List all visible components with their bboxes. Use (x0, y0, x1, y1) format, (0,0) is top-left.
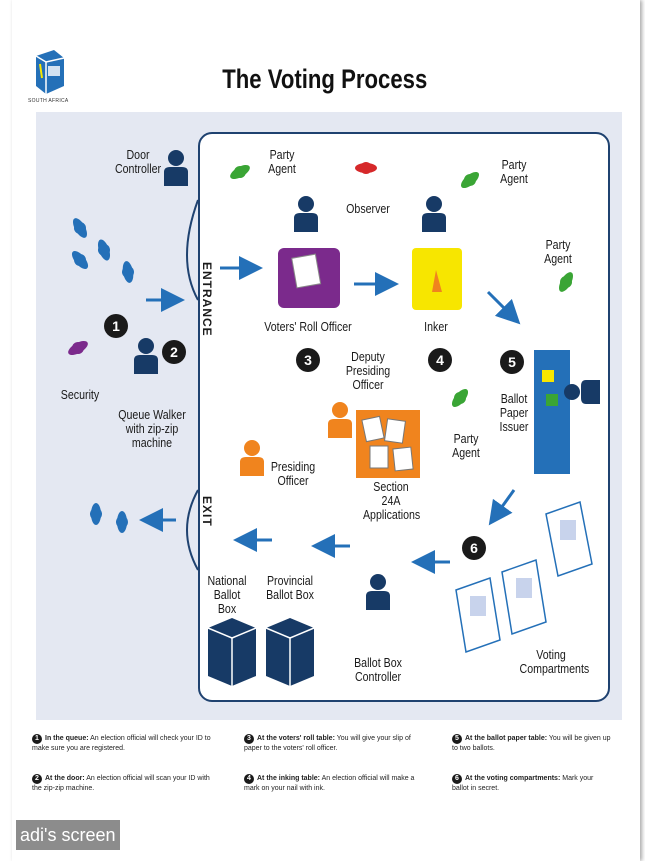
legend-number: 2 (32, 774, 42, 784)
logo-country: SOUTH AFRICA (28, 98, 69, 104)
step-number-4: 4 (428, 348, 452, 372)
page-title: The Voting Process (222, 64, 428, 94)
label-presiding-officer: Presiding Officer (270, 460, 316, 488)
legend-number: 4 (244, 774, 254, 784)
legend-number: 1 (32, 734, 42, 744)
label-party-agent-1: Party Agent (268, 148, 296, 176)
legend-heading: At the voters' roll table: (257, 735, 335, 742)
label-queue-walker: Queue Walker with zip-zip machine (118, 408, 186, 450)
legend-heading: At the door: (45, 775, 85, 782)
legend-number: 6 (452, 774, 462, 784)
queue-people (68, 215, 136, 284)
ballot-paper-issuer-table (534, 350, 600, 474)
legend-heading: In the queue: (45, 735, 89, 742)
label-ballot-paper-issuer: Ballot Paper Issuer (499, 392, 529, 434)
provincial-ballot-box (265, 618, 315, 686)
national-ballot-box (207, 618, 257, 686)
legend-heading: At the inking table: (257, 775, 320, 782)
queue-walker-figure (134, 338, 158, 374)
legend-heading: At the ballot paper table: (465, 735, 548, 742)
label-party-agent-3: Party Agent (544, 238, 572, 266)
legend-text: You will give your slip of paper to the … (244, 735, 411, 752)
section-24a-table (328, 402, 420, 478)
label-exit: EXIT (200, 496, 214, 527)
label-entrance: ENTRANCE (200, 262, 214, 337)
entrance-door (186, 199, 199, 301)
step-number-5: 5 (500, 350, 524, 374)
observer-figure (355, 162, 377, 174)
door-controller-figure (164, 150, 188, 186)
label-inker: Inker (424, 320, 448, 334)
presiding-officer-figure (240, 440, 264, 476)
legend-number: 5 (452, 734, 462, 744)
screen-share-caption: adi's screen (16, 820, 120, 850)
legend-text: You will be given up to two ballots. (452, 735, 611, 752)
exit-door (186, 489, 199, 571)
step-number-3: 3 (296, 348, 320, 372)
security-figure (65, 337, 91, 359)
step-number-1: 1 (104, 314, 128, 338)
inker-table (412, 196, 462, 310)
label-deputy-presiding-officer: Deputy Presiding Officer (345, 350, 391, 392)
flow-arrows (139, 256, 521, 574)
exiting-people (90, 503, 128, 533)
step-number-2: 2 (162, 340, 186, 364)
legend-text: Mark your ballot in secret. (452, 775, 594, 792)
label-voting-compartments: Voting Compartments (519, 648, 590, 676)
legend-heading: At the voting compartments: (465, 775, 561, 782)
label-national-ballot-box: National Ballot Box (207, 574, 247, 616)
iec-logo (35, 50, 65, 94)
label-door-controller: Door Controller (114, 148, 162, 176)
ballot-box-controller-figure (366, 574, 390, 610)
legend-text: An election official will scan your ID w… (32, 775, 210, 792)
label-observer: Observer (346, 202, 390, 216)
legend-text: An election official will check your ID … (32, 735, 211, 752)
legend-text: An election official will make a mark on… (244, 775, 415, 792)
label-party-agent-4: Party Agent (452, 432, 480, 460)
voting-compartments (455, 501, 593, 654)
label-security: Security (60, 388, 100, 402)
label-provincial-ballot-box: Provincial Ballot Box (266, 574, 314, 602)
legend-number: 3 (244, 734, 254, 744)
label-voters-roll-officer: Voters' Roll Officer (264, 320, 352, 334)
step-number-6: 6 (462, 536, 486, 560)
voters-roll-table (278, 196, 340, 308)
label-ballot-box-controller: Ballot Box Controller (354, 656, 402, 684)
label-section-24a: Section 24A Applications (362, 480, 421, 522)
label-party-agent-2: Party Agent (500, 158, 528, 186)
